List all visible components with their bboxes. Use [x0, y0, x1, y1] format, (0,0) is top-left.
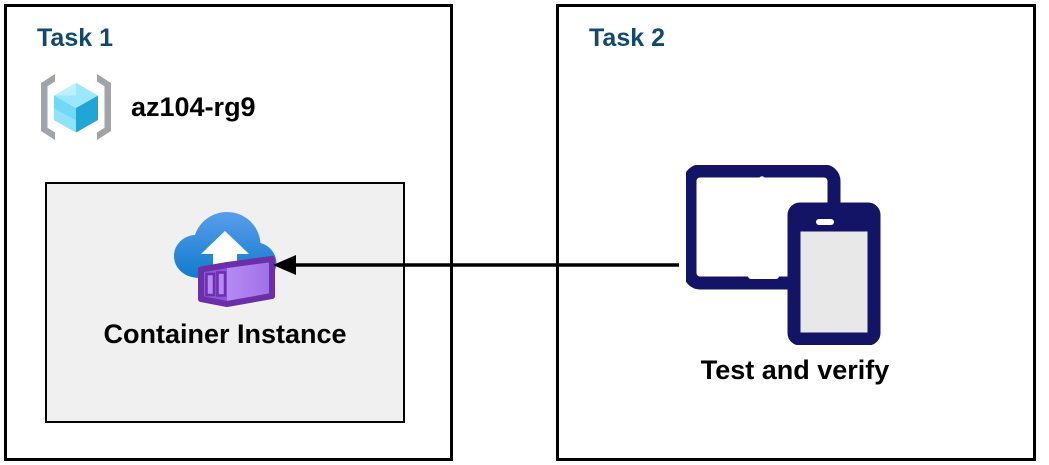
container-instance-label: Container Instance: [103, 319, 347, 349]
task-2-panel: Task 2 Test and verify: [556, 4, 1036, 461]
test-and-verify-label: Test and verify: [700, 355, 890, 385]
resource-group-label: az104-rg9: [131, 91, 256, 122]
task-1-title: Task 1: [37, 24, 113, 52]
resource-group-icon: [41, 74, 111, 140]
container-instance-card: Container Instance: [45, 182, 405, 423]
task-2-title: Task 2: [589, 24, 665, 52]
resource-group-row: az104-rg9: [35, 69, 256, 145]
tablet-and-phone-icon: [686, 165, 881, 345]
arrow-task2-to-task1: [273, 255, 679, 275]
task-1-panel: Task 1 az104-rg9: [4, 4, 453, 461]
container-instance-icon: [174, 212, 277, 307]
